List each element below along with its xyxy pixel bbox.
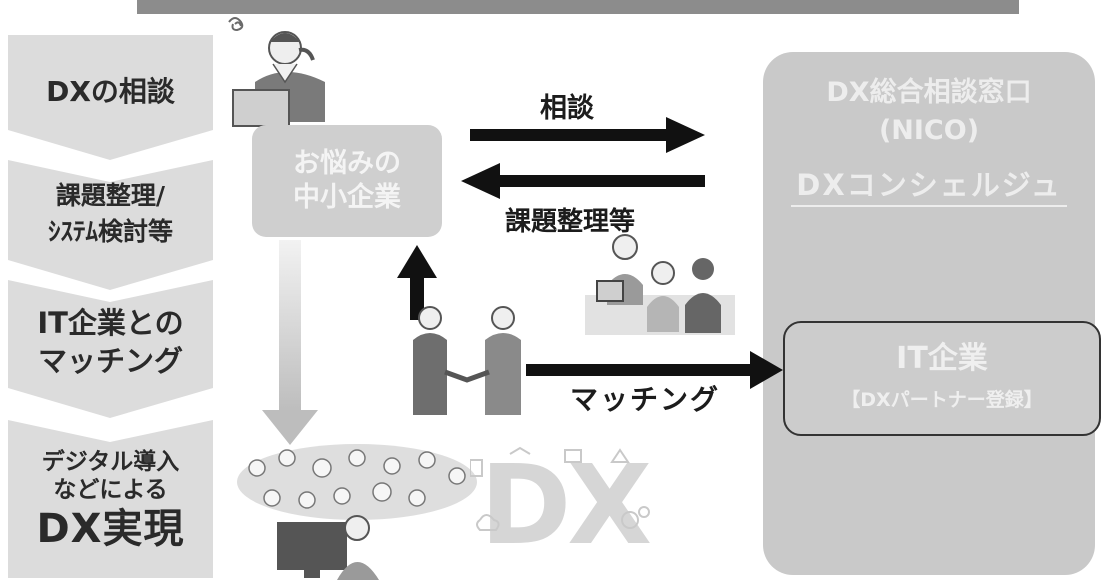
sme-box-line2: 中小企業 (293, 182, 401, 213)
handshake-illustration (413, 306, 521, 415)
step-dx-realization: デジタル導入 などによる DX実現 (8, 420, 213, 578)
it-company-subtitle: 【DXパートナー登録】 (841, 389, 1043, 411)
step-issue-line1: 課題整理/ (55, 181, 166, 210)
dx-consultation-desk: DX総合相談窓口 (NICO) DXコンシェルジュ (763, 52, 1095, 575)
up-arrow (397, 245, 437, 320)
step-it-matching: IT企業との マッチング (8, 280, 213, 418)
tech-icons-decoration (470, 446, 650, 531)
dx-decorative-letters: DX (480, 441, 652, 569)
step-consultation: DXの相談 (8, 35, 213, 160)
chevron-shape (8, 420, 213, 578)
desk-concierge: DXコンシェルジュ (791, 165, 1067, 207)
sme-box-line1: お悩みの (293, 148, 401, 179)
matching-label: マッチング (570, 383, 721, 416)
top-banner-bar (137, 0, 1019, 14)
step-dx-line1: デジタル導入 (41, 449, 180, 475)
consult-label: 相談 (540, 93, 594, 124)
issue-arrow (461, 163, 705, 199)
step-dx-big: DX実現 (36, 506, 185, 552)
it-company-box: IT企業 【DXパートナー登録】 (783, 321, 1101, 436)
chevron-shape (8, 280, 213, 418)
chevron-shape (8, 35, 213, 160)
step-consultation-label: DXの相談 (46, 75, 175, 108)
down-gradient-arrow (262, 240, 318, 445)
network-computer-illustration (237, 444, 477, 580)
sme-box: お悩みの 中小企業 (252, 125, 442, 237)
desk-title: DX総合相談窓口 (826, 77, 1032, 108)
step-issue-line2: ｼｽﾃﾑ検討等 (47, 217, 173, 246)
it-company-title: IT企業 (896, 341, 988, 376)
consult-arrow (470, 117, 705, 153)
meeting-illustration (585, 234, 735, 335)
step-issue-organizing: 課題整理/ ｼｽﾃﾑ検討等 (8, 160, 213, 290)
step-dx-line2: などによる (53, 477, 168, 503)
step-matching-line2: マッチング (37, 344, 183, 378)
chevron-shape (8, 160, 213, 290)
matching-arrow (526, 351, 783, 389)
desk-subtitle: (NICO) (878, 115, 980, 146)
issue-label: 課題整理等 (505, 207, 636, 237)
step-matching-line1: IT企業との (37, 306, 184, 340)
